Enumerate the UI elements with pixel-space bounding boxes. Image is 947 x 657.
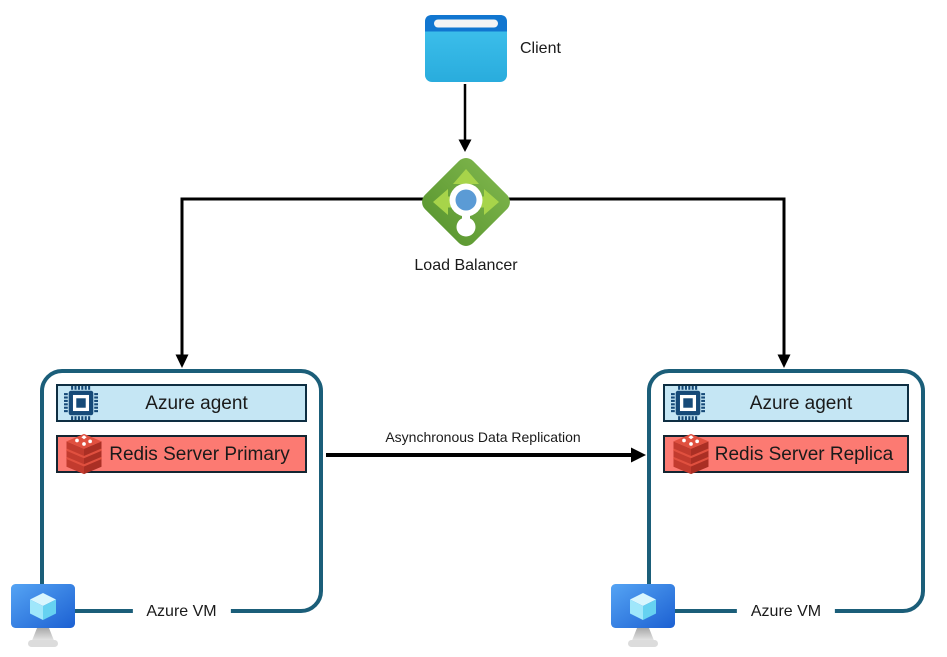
- azure-vm-label: Azure VM: [132, 600, 231, 624]
- azure-agent-label: Azure agent: [749, 392, 853, 414]
- browser-window-icon: [425, 15, 507, 82]
- redis-server-bar: Redis Server Primary: [56, 433, 307, 475]
- redis-server-label: Redis Server Primary: [109, 443, 290, 465]
- cpu-chip-icon: [671, 386, 705, 420]
- client-label: Client: [520, 40, 561, 57]
- azure-agent-bar: Azure agent: [663, 384, 909, 422]
- replication-arrow-label: Asynchronous Data Replication: [385, 429, 581, 445]
- replication-arrow: [326, 447, 646, 463]
- cpu-chip-icon: [64, 386, 98, 420]
- vm-box-replica: Azure agent Redis Server Replica Azure V…: [647, 369, 925, 624]
- client-to-lb-arrow: [458, 84, 472, 152]
- lb-to-primary-arrow: [175, 197, 189, 368]
- azure-vm-monitor-icon: [11, 584, 75, 647]
- azure-vm-label: Azure VM: [736, 600, 836, 624]
- azure-vm-monitor-icon: [611, 584, 675, 647]
- load-balancer-label: Load Balancer: [414, 257, 518, 274]
- vm-box-primary: Azure agent Redis Server Primary Azure V…: [40, 369, 323, 624]
- redis-cube-icon: [673, 433, 709, 475]
- load-balancer-icon: [422, 158, 510, 246]
- redis-cube-icon: [66, 433, 102, 475]
- azure-agent-label: Azure agent: [145, 392, 248, 414]
- lb-to-replica-arrow: [777, 197, 791, 368]
- redis-server-bar: Redis Server Replica: [663, 433, 909, 475]
- azure-agent-bar: Azure agent: [56, 384, 307, 422]
- redis-server-label: Redis Server Replica: [714, 443, 894, 465]
